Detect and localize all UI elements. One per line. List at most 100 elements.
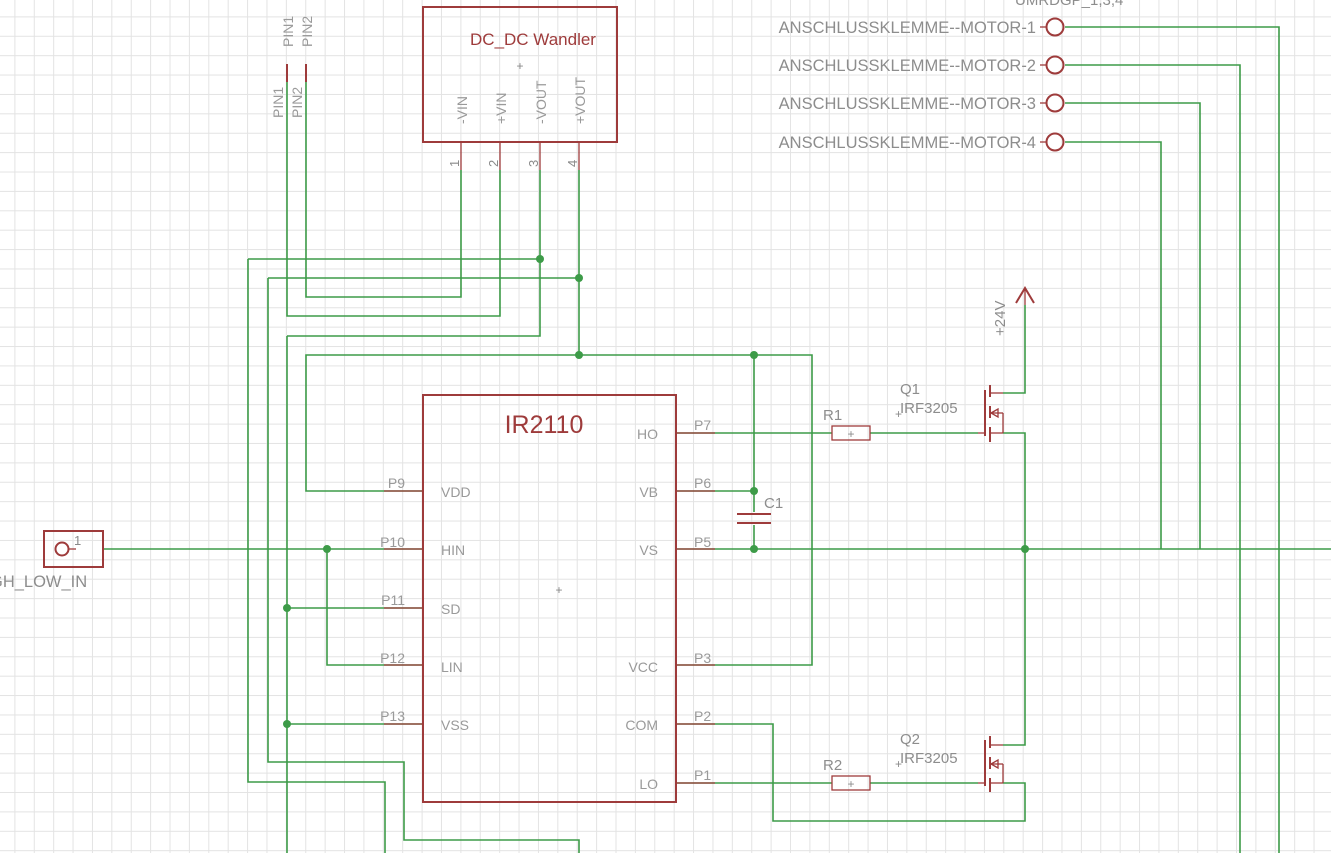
terminal-motor-3[interactable] [1045, 93, 1065, 113]
ir2110-pin-name-vcc: VCC [628, 659, 658, 675]
wire-com [676, 723, 1026, 822]
dcdc-pin-name-3: -VOUT [533, 80, 549, 124]
q2-origin-mark: + [895, 757, 902, 771]
ir2110-pin-num-p5: P5 [694, 534, 711, 550]
dcdc-origin-mark: + [516, 59, 523, 73]
mosfet-q2[interactable]: Q2 IRF3205 + [895, 731, 1004, 792]
r2-label: R2 [823, 757, 842, 774]
ir2110-driver[interactable]: IR2110 + P9 P10 P11 P12 P13 VDD HIN SD L… [380, 394, 715, 803]
ir2110-pin-num-p6: P6 [694, 475, 711, 491]
dcdc-pin-num-4: 4 [565, 160, 580, 167]
wire-vout-left [267, 278, 580, 853]
wire-dcdc-pin3 [287, 170, 541, 337]
ir2110-pin-num-p9: P9 [388, 475, 405, 491]
ir2110-pin-name-vb: VB [639, 484, 658, 500]
terminal-label-motor-1: ANSCHLUSSKLEMME--MOTOR-1 [779, 19, 1036, 37]
wire-lin [326, 549, 423, 666]
junction-gnd [536, 255, 544, 263]
dcdc-pin-num-2: 2 [486, 160, 501, 167]
ir2110-pin-name-com: COM [625, 717, 658, 733]
wire-motor-3 [1065, 102, 1201, 549]
resistor-r1[interactable]: + R1 [823, 407, 871, 441]
wire-vcc-loop [579, 354, 813, 666]
dcdc-title: DC_DC Wandler [470, 30, 596, 49]
input-connector-body [43, 530, 104, 568]
terminal-label-motor-2: ANSCHLUSSKLEMME--MOTOR-2 [779, 57, 1036, 75]
ir2110-pin-name-sd: SD [441, 601, 460, 617]
ir2110-pin-num-p11: P11 [381, 592, 405, 608]
junction-vb-top [750, 351, 758, 359]
c1-label: C1 [764, 495, 783, 512]
q2-name: Q2 [900, 731, 920, 748]
input-connector-pin: 1 [74, 533, 81, 548]
dcdc-pin-name-4: +VOUT [572, 76, 588, 124]
ir2110-pin-name-vs: VS [639, 542, 658, 558]
ir2110-pin-name-ho: HO [637, 426, 658, 442]
terminal-motor-2[interactable] [1045, 55, 1065, 75]
dcdc-pin-name-1: -VIN [454, 96, 470, 124]
terminal-motor-4[interactable] [1045, 132, 1065, 152]
ir2110-pin-num-p2: P2 [694, 708, 711, 724]
r1-origin-mark: + [847, 427, 854, 441]
ir2110-pin-num-p7: P7 [694, 417, 711, 433]
wire-q1-source [1003, 432, 1026, 746]
mosfet-q1[interactable]: Q1 IRF3205 + [895, 381, 1004, 442]
wire-vb-cap [676, 355, 755, 492]
wires [103, 26, 1331, 853]
wire-dcdc-pin1 [305, 80, 462, 298]
header-bottom-label-2: PIN2 [289, 87, 305, 118]
junctions [283, 255, 1029, 728]
dcdc-pin-num-3: 3 [526, 160, 541, 167]
junction-hin [323, 545, 331, 553]
q2-value: IRF3205 [900, 750, 958, 767]
dcdc-pin-name-2: +VIN [493, 92, 509, 124]
ir2110-pin-num-p10: P10 [380, 534, 405, 550]
q2-arrow [989, 758, 999, 770]
ir2110-pin-num-p3: P3 [694, 650, 711, 666]
terminal-label-motor-3: ANSCHLUSSKLEMME--MOTOR-3 [779, 95, 1036, 113]
dcdc-converter[interactable]: DC_DC Wandler + -VIN +VIN -VOUT +VOUT 1 … [422, 6, 618, 170]
ir2110-pin-name-hin: HIN [441, 542, 465, 558]
terminal-motor-1[interactable] [1045, 17, 1065, 37]
dcdc-body [422, 6, 618, 143]
supply-24v[interactable]: +24V [992, 286, 1035, 336]
junction-vout [575, 274, 583, 282]
junction-sd [283, 604, 291, 612]
dcdc-pin-num-1: 1 [447, 160, 462, 167]
terminal-label-motor-4: ANSCHLUSSKLEMME--MOTOR-4 [779, 134, 1036, 152]
ir2110-pin-num-p13: P13 [380, 708, 405, 724]
power-header[interactable]: PIN1 PIN2 PIN1 PIN2 [270, 16, 315, 118]
wire-motor-4 [1065, 141, 1162, 549]
q1-arrow [989, 407, 999, 419]
wire-dcdc-pin2 [286, 80, 501, 317]
resistor-r2[interactable]: + R2 [823, 757, 871, 791]
q1-value: IRF3205 [900, 400, 958, 417]
ir2110-pin-num-p12: P12 [380, 650, 405, 666]
q1-origin-mark: + [895, 407, 902, 421]
motor-terminals[interactable]: UMRDGP_1,3,4 ANSCHLUSSKLEMME--MOTOR-1 AN… [779, 0, 1124, 152]
ir2110-pin-name-vdd: VDD [441, 484, 471, 500]
supply-24v-label: +24V [992, 301, 1009, 336]
wire-motor-2 [1065, 64, 1241, 853]
junction-vdd [575, 351, 583, 359]
wire-gnd-left [247, 259, 386, 853]
r2-body [831, 775, 871, 791]
ir2110-pin-name-lin: LIN [441, 659, 463, 675]
wire-vdd [305, 354, 579, 492]
wire-q1-24v [1003, 305, 1026, 394]
ir2110-body [422, 394, 677, 803]
ir2110-pin-num-p1: P1 [694, 767, 711, 783]
wire-motor-1 [1065, 26, 1280, 853]
q1-name: Q1 [900, 381, 920, 398]
header-bottom-label-1: PIN1 [270, 87, 286, 118]
ir2110-pin-name-vss: VSS [441, 717, 469, 733]
r1-label: R1 [823, 407, 842, 424]
junction-vs-cap [750, 545, 758, 553]
junction-vs-q [1021, 545, 1029, 553]
input-connector-pad [54, 541, 70, 557]
junction-vss [283, 720, 291, 728]
input-connector[interactable]: 1 GH_LOW_IN [0, 530, 104, 591]
capacitor-c1[interactable]: C1 [737, 495, 783, 524]
r2-origin-mark: + [847, 777, 854, 791]
